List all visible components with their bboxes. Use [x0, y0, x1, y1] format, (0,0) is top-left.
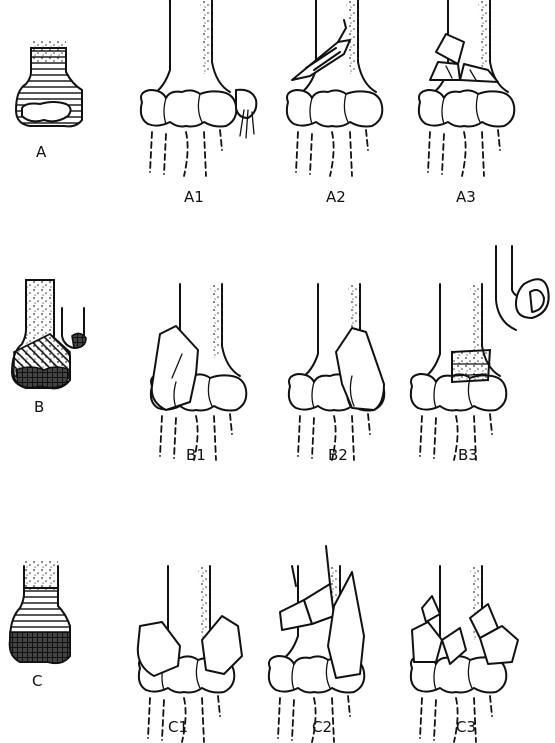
label-C3: C3	[456, 718, 476, 736]
fracture-A2	[287, 0, 382, 176]
label-A1: A1	[184, 188, 204, 206]
label-C1: C1	[168, 718, 188, 736]
label-B2: B2	[328, 446, 348, 464]
fracture-A1	[141, 0, 256, 176]
fracture-C1	[138, 566, 242, 742]
label-A2: A2	[326, 188, 346, 206]
label-C: C	[32, 672, 42, 690]
label-C2: C2	[312, 718, 332, 736]
fracture-C2	[269, 546, 364, 742]
fracture-A3	[419, 0, 514, 176]
schematic-A	[16, 40, 82, 126]
schematic-B	[12, 280, 86, 388]
label-A3: A3	[456, 188, 476, 206]
lateral-view-B3	[496, 246, 549, 330]
label-B: B	[34, 398, 44, 416]
fracture-B1	[151, 284, 246, 460]
fracture-B2	[289, 284, 384, 460]
label-B3: B3	[458, 446, 478, 464]
schematic-C	[10, 560, 70, 663]
label-B1: B1	[186, 446, 206, 464]
label-A: A	[36, 143, 47, 161]
fracture-C3	[411, 566, 518, 742]
fracture-B3	[411, 284, 506, 460]
